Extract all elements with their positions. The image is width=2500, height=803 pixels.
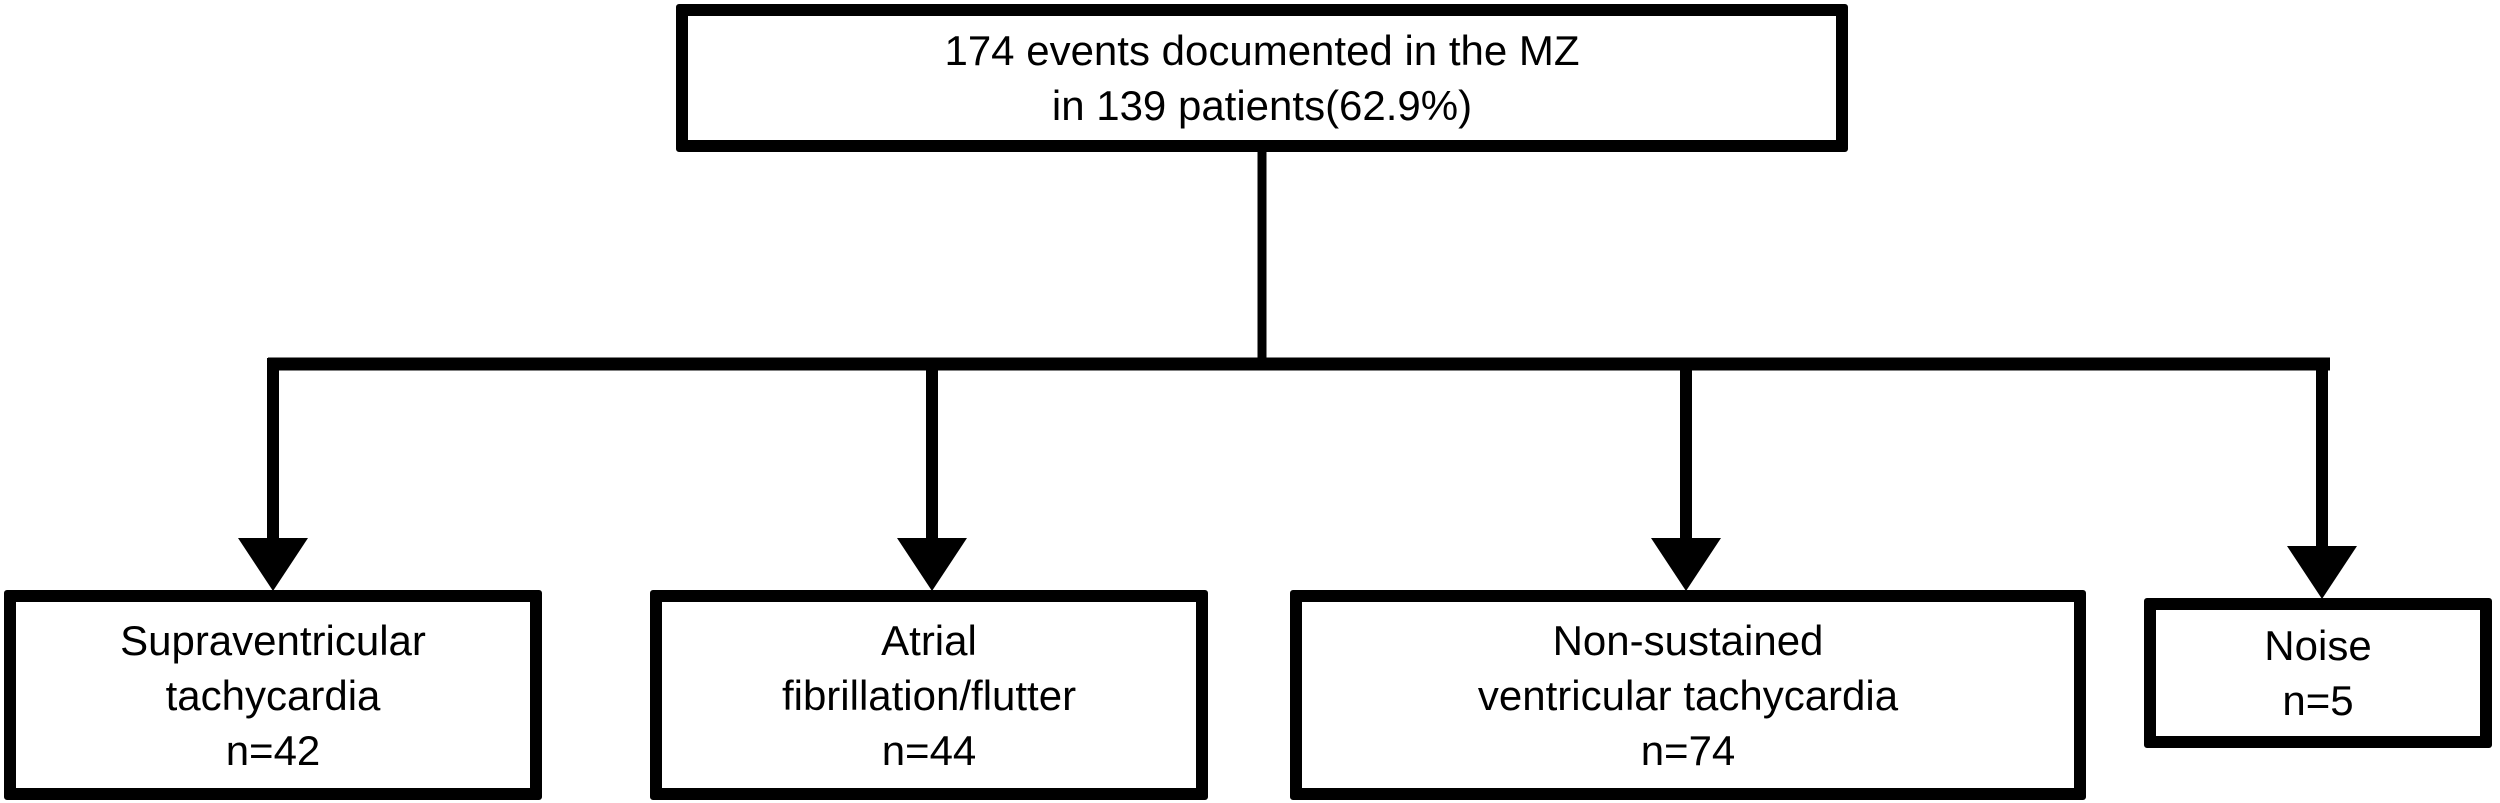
box-supraventricular-tachycardia: Supraventricular tachycardia n=42 — [4, 590, 542, 800]
arrow-down-icon-noise — [2287, 358, 2357, 599]
box-af-line2: fibrillation/flutter — [781, 671, 1077, 719]
box-af-line1: Atrial — [881, 616, 977, 664]
box-af-count: n=44 — [881, 726, 977, 774]
arrow-down-icon-af — [897, 358, 967, 591]
box-nsvt-line1: Non-sustained — [1552, 616, 1824, 664]
box-nsvt-line2: ventricular tachycardia — [1477, 671, 1899, 719]
box-svt-count: n=42 — [225, 726, 321, 774]
root-box-line1: 174 events documented in the MZ — [944, 27, 1580, 74]
box-nsvt-count: n=74 — [1640, 726, 1736, 774]
box-noise: Noise n=5 — [2144, 598, 2492, 748]
box-svt-line2: tachycardia — [165, 671, 381, 719]
box-svt-line1: Supraventricular — [120, 616, 426, 664]
box-noise-line1: Noise — [2264, 622, 2372, 669]
box-nonsustained-ventricular-tachycardia: Non-sustained ventricular tachycardia n=… — [1290, 590, 2086, 800]
arrow-down-icon-svt — [238, 358, 308, 591]
root-box-line2: in 139 patients(62.9%) — [1051, 82, 1473, 129]
arrow-down-icon-nsvt — [1651, 358, 1721, 591]
box-noise-count: n=5 — [2282, 677, 2354, 724]
root-box-total-events: 174 events documented in the MZ in 139 p… — [676, 4, 1848, 152]
box-atrial-fibrillation-flutter: Atrial fibrillation/flutter n=44 — [650, 590, 1208, 800]
